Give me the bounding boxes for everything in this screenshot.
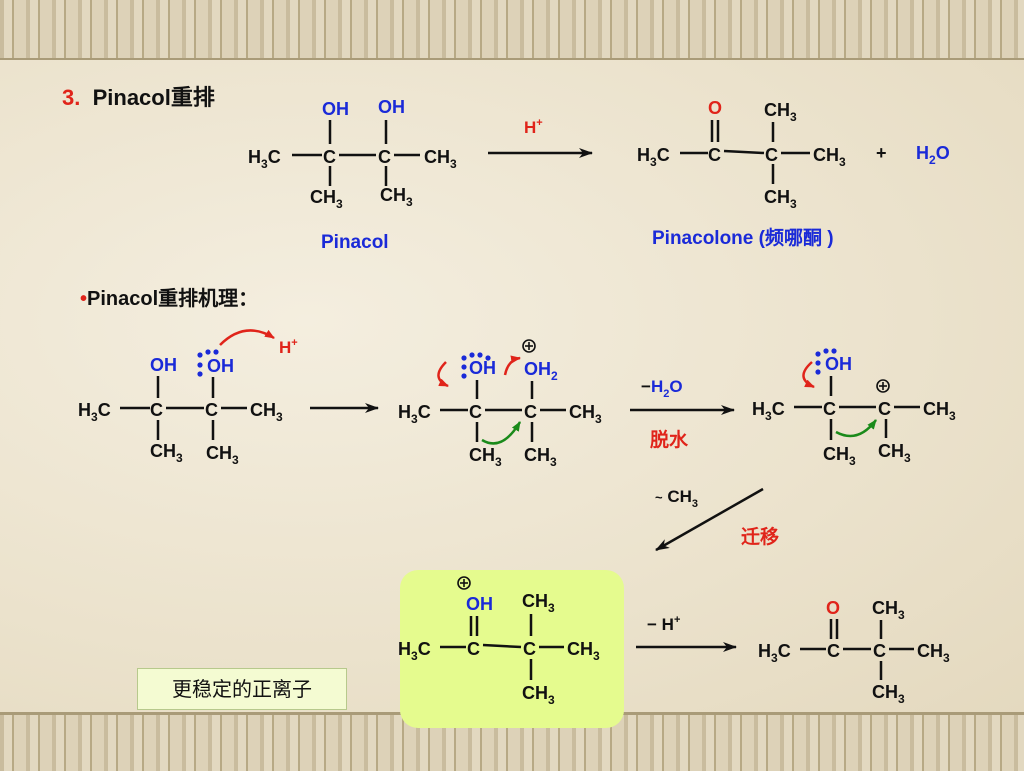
svg-text:C: C <box>205 400 218 420</box>
svg-text:OH2: OH2 <box>524 359 558 383</box>
protonation-arrow <box>219 329 275 346</box>
section-heading: 3. Pinacol重排 <box>62 80 215 112</box>
svg-text:CH3: CH3 <box>380 185 413 209</box>
electron-push-arrow-1 <box>437 361 449 388</box>
svg-text:CH3: CH3 <box>206 443 239 467</box>
svg-text:OH: OH <box>825 354 852 374</box>
svg-text:H3C: H3C <box>398 639 431 663</box>
svg-text:CH3: CH3 <box>917 641 950 665</box>
migration-arrow <box>655 487 764 552</box>
svg-text:CH3: CH3 <box>310 187 343 211</box>
svg-text:CH3: CH3 <box>469 445 502 469</box>
svg-text:C: C <box>467 639 480 659</box>
svg-text:H3C: H3C <box>398 402 431 426</box>
svg-text:C: C <box>150 400 163 420</box>
section-title: Pinacol重排 <box>92 85 215 110</box>
svg-text:CH3: CH3 <box>813 145 846 169</box>
product-name: Pinacolone (频哪酮 ) <box>652 226 834 249</box>
mechanism-pinacolone: H3C C C CH3 O CH3 CH3 <box>758 598 950 706</box>
water-byproduct: H2O <box>916 143 950 167</box>
electron-push-arrow-2 <box>503 355 521 376</box>
svg-text:CH3: CH3 <box>923 399 956 423</box>
mechanism-oxonium-diol: H3C C C CH3 OH OH2 CH3 CH3 <box>398 339 602 469</box>
svg-text:CH3: CH3 <box>764 187 797 211</box>
pinacol-structure: H3C C C CH3 OH OH CH3 CH3 <box>248 97 457 211</box>
svg-text:CH3: CH3 <box>872 598 905 622</box>
svg-text:C: C <box>878 399 891 419</box>
svg-text:CH3: CH3 <box>522 591 555 615</box>
electron-push-arrow-3 <box>802 361 815 389</box>
svg-text:OH: OH <box>466 594 493 614</box>
svg-text:C: C <box>523 639 536 659</box>
svg-text:CH3: CH3 <box>524 445 557 469</box>
svg-text:CH3: CH3 <box>522 683 555 707</box>
svg-text:H3C: H3C <box>637 145 670 169</box>
svg-text:C: C <box>378 147 391 167</box>
section-number: 3. <box>62 85 81 110</box>
svg-text:CH3: CH3 <box>150 441 183 465</box>
dehydration-label: 脱水 <box>650 428 689 451</box>
svg-text:OH: OH <box>469 358 496 378</box>
deprotonation-reagent: − H+ <box>647 614 680 634</box>
migration-label: 迁移 <box>741 525 779 548</box>
dehydration-reagent: −H2O <box>641 377 683 400</box>
decorative-border-top <box>0 0 1024 61</box>
svg-text:CH3: CH3 <box>872 682 905 706</box>
pinacolone-structure: H3C C C CH3 O CH3 CH3 <box>637 98 846 211</box>
methyl-shift-arrow-1 <box>481 421 522 445</box>
svg-text:CH3: CH3 <box>569 402 602 426</box>
svg-text:OH: OH <box>207 356 234 376</box>
svg-text:H3C: H3C <box>248 147 281 171</box>
svg-text:CH3: CH3 <box>424 147 457 171</box>
svg-text:C: C <box>323 147 336 167</box>
svg-text:CH3: CH3 <box>764 100 797 124</box>
svg-text:C: C <box>765 145 778 165</box>
svg-text:C: C <box>823 399 836 419</box>
mechanism-pinacol: H3C C C CH3 OH OH CH3 CH3 <box>78 349 283 467</box>
oxonium-ion-highlight <box>400 570 624 728</box>
svg-text:H3C: H3C <box>78 400 111 424</box>
svg-text:C: C <box>873 641 886 661</box>
mechanism-carbocation: H3C C C CH3 OH CH3 CH3 <box>752 348 956 468</box>
mechanism-oxonium-ion: H3C C C CH3 OH CH3 CH3 <box>398 576 600 707</box>
plus-sign: + <box>876 143 887 163</box>
svg-text:C: C <box>827 641 840 661</box>
svg-text:H3C: H3C <box>758 641 791 665</box>
svg-text:C: C <box>708 145 721 165</box>
methyl-shift-arrow-2 <box>835 419 877 438</box>
proton-label: H+ <box>279 337 298 357</box>
mechanism-heading-text: Pinacol重排机理： <box>87 288 259 310</box>
svg-text:O: O <box>708 98 722 118</box>
stable-cation-note-box: 更稳定的正离子 <box>137 668 347 710</box>
svg-text:CH3: CH3 <box>567 639 600 663</box>
svg-text:C: C <box>524 402 537 422</box>
svg-text:H3C: H3C <box>752 399 785 423</box>
svg-text:C: C <box>469 402 482 422</box>
svg-text:O: O <box>826 598 840 618</box>
reactant-name: Pinacol <box>321 232 389 253</box>
mechanism-heading: •Pinacol重排机理： <box>80 288 259 310</box>
svg-text:CH3: CH3 <box>878 441 911 465</box>
svg-text:OH: OH <box>378 97 405 117</box>
svg-text:CH3: CH3 <box>250 400 283 424</box>
svg-text:CH3: CH3 <box>823 444 856 468</box>
reagent-acid: H+ <box>524 117 543 137</box>
svg-text:OH: OH <box>322 99 349 119</box>
svg-text:OH: OH <box>150 355 177 375</box>
methyl-shift-reagent: ~ CH3 <box>655 487 698 510</box>
stable-cation-note: 更稳定的正离子 <box>172 677 312 701</box>
